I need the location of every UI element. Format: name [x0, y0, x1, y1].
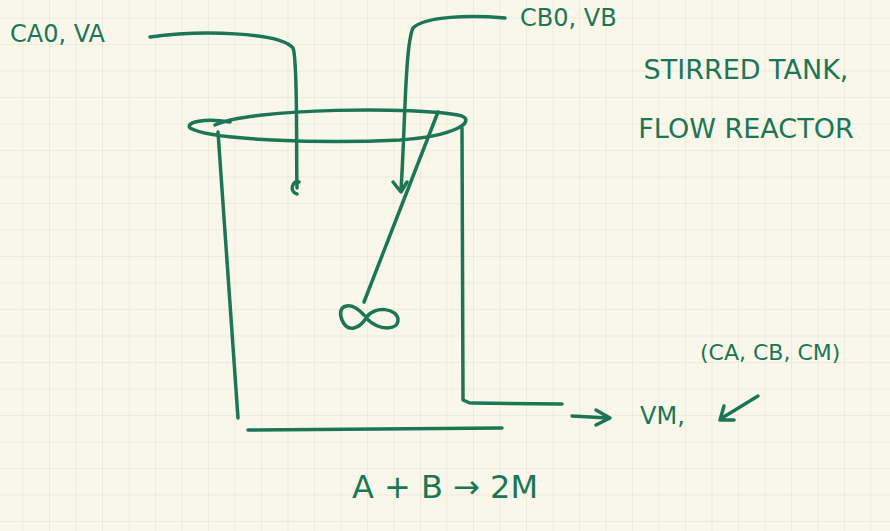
leader-arrow: [720, 396, 758, 420]
stream-label: CB0, VB: [520, 4, 650, 33]
tank-wall: [218, 132, 238, 418]
feed-pipe-a: [150, 33, 297, 188]
tank-rim: [189, 110, 466, 142]
outlet-pipe: [472, 403, 562, 404]
impeller: [341, 306, 398, 328]
stirrer-shaft: [364, 112, 438, 302]
reaction-equation: A + B → 2M: [285, 468, 605, 506]
stream-label: CA0, VA: [10, 20, 150, 49]
stream-label: VM,: [640, 402, 710, 431]
stream-label: (CA, CB, CM): [700, 340, 880, 366]
tank-bottom: [248, 428, 502, 430]
tank-wall: [462, 128, 470, 403]
title-note: STIRRED TANK, FLOW REACTOR: [612, 40, 880, 159]
feed-outlet-a: [292, 182, 299, 194]
outlet-arrow: [572, 410, 610, 425]
feed-arrow-b: [393, 182, 407, 192]
